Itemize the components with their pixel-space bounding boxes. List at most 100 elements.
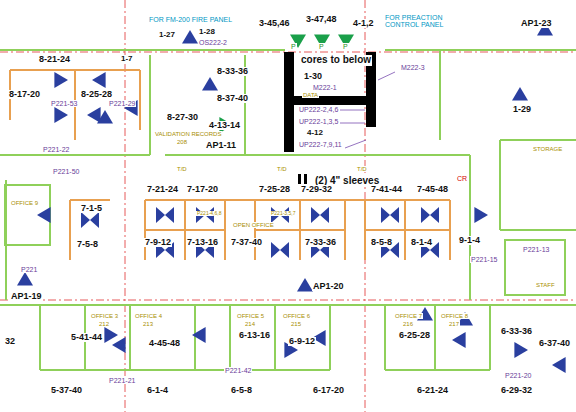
cable-tag: P221-22 [42, 146, 70, 153]
jack-number: 7-33-36 [304, 238, 337, 247]
jack-number: 8-37-40 [216, 94, 249, 103]
port-mark: P [318, 43, 325, 50]
jack-number: 3-45,46 [258, 19, 291, 28]
jack-number: 7-5-8 [76, 240, 99, 249]
jack-number: 7-37-40 [230, 238, 263, 247]
room-label: 216 [402, 321, 414, 327]
room-label: P221-3,5,7 [270, 211, 296, 216]
jack-number: cores to below [300, 55, 372, 66]
cable-tag: P221 [20, 266, 38, 273]
jack-number: 9-1-4 [458, 236, 481, 245]
jack-number: 7-13-16 [186, 238, 219, 247]
jack-number: 6-9-12 [288, 337, 316, 346]
jack-number: 7-45-48 [416, 185, 449, 194]
room-label: 213 [142, 321, 154, 327]
cable-tag: P221-53 [50, 100, 78, 107]
outlet-symbol [192, 327, 206, 343]
room-label: OFFICE 4 [134, 313, 163, 319]
cable-tag: UP222-7,9,11 [298, 141, 343, 148]
outlet-symbol [54, 107, 68, 123]
jack-number: 8-21-24 [38, 55, 71, 64]
outlet-symbol [202, 77, 218, 91]
room-label: 217 [448, 321, 460, 327]
outlet-symbol [54, 72, 68, 88]
jack-number: AP1-19 [10, 292, 43, 301]
jack-number: AP1-11 [205, 141, 237, 150]
cable-tag: P221-29 [108, 100, 136, 107]
room-label: VALIDATION RECORDS [154, 131, 222, 137]
jack-number: 8-33-36 [216, 67, 249, 76]
wall [0, 50, 576, 370]
workstation-outlet [81, 212, 99, 228]
jack-number: 6-5-8 [230, 386, 253, 395]
outlet-symbol [92, 72, 106, 88]
jack-number: 4-12 [306, 129, 324, 137]
cable-tag: P221-15 [470, 256, 498, 263]
jack-number: 7-29-32 [300, 185, 333, 194]
jack-number: 1-27 [158, 31, 176, 39]
cable-tag: P221-42 [224, 367, 252, 374]
jack-number: 1-7 [120, 55, 134, 63]
room-label: T/D [176, 166, 188, 172]
room-label: 208 [176, 139, 188, 145]
outlet-symbol [37, 207, 51, 223]
jack-number: 6-33-36 [500, 327, 533, 336]
room-label: P221-4,6,8 [196, 211, 222, 216]
workstation-outlet [271, 242, 289, 258]
jack-number: 1-30 [303, 72, 323, 81]
room-label: DATA [302, 92, 319, 98]
outlet-symbol [452, 332, 466, 348]
jack-number: 1-29 [512, 105, 532, 114]
room-label: 212 [98, 321, 110, 327]
jack-number: 7-17-20 [186, 185, 219, 194]
cable-tag: M222-1 [312, 84, 338, 91]
room-label: STORAGE [532, 146, 563, 152]
jack-number: AP1-23 [520, 19, 553, 28]
jack-number: AP1-20 [312, 282, 345, 291]
room-label: OFFICE 8 [440, 313, 469, 319]
core-block [284, 52, 376, 184]
room-label: OFFICE 5 [236, 313, 265, 319]
jack-number: 8-17-20 [8, 90, 41, 99]
room-label: OFFICE 6 [282, 313, 311, 319]
jack-number: 8-27-30 [166, 113, 199, 122]
jack-number: 8-1-4 [410, 238, 433, 247]
jack-number: 6-29-32 [500, 386, 533, 395]
jack-number: 6-1-4 [146, 386, 169, 395]
jack-number: 8-5-8 [370, 238, 393, 247]
cable-tag: UP222-1,3,5 [298, 118, 339, 125]
cable-tag-leader [340, 72, 395, 148]
outlet-symbol [17, 272, 33, 286]
cable-tag: UP222-2,4,6 [298, 106, 339, 113]
outlet-symbol [552, 357, 566, 373]
room-label: 215 [290, 321, 302, 327]
jack-number: 5-37-40 [50, 386, 83, 395]
outlet-symbol [87, 107, 101, 123]
room-label: OFFICE 7 [394, 313, 423, 319]
cable-tag: OS222-2 [198, 39, 228, 46]
jack-number: 6-37-40 [538, 339, 571, 348]
jack-number: 7-21-24 [146, 185, 179, 194]
room-label: OFFICE 3 [90, 313, 119, 319]
jack-number: 6-17-20 [312, 386, 345, 395]
jack-number: 3-47,48 [305, 15, 338, 24]
workstation-outlet [156, 207, 174, 223]
outlet-symbol [112, 337, 126, 353]
room-label: OFFICE 9 [10, 200, 39, 206]
jack-number: 7-41-44 [370, 185, 403, 194]
workstation-outlet [421, 207, 439, 223]
outlet-symbol [474, 207, 488, 223]
partition [10, 70, 450, 260]
room-label: OPEN OFFICE [232, 222, 275, 228]
room-label: T/D [276, 166, 288, 172]
cable-tag: P221-13 [522, 246, 550, 253]
workstation-outlet [381, 207, 399, 223]
jack-number: 5-41-44 [70, 333, 103, 342]
panel-note: FOR FM-200 FIRE PANEL [148, 16, 233, 23]
port-mark: P [290, 43, 297, 50]
room-label: T/D [356, 166, 368, 172]
room-label: STAFF [535, 282, 556, 288]
outlet-symbol [514, 342, 528, 358]
outlet-symbol [297, 278, 313, 292]
